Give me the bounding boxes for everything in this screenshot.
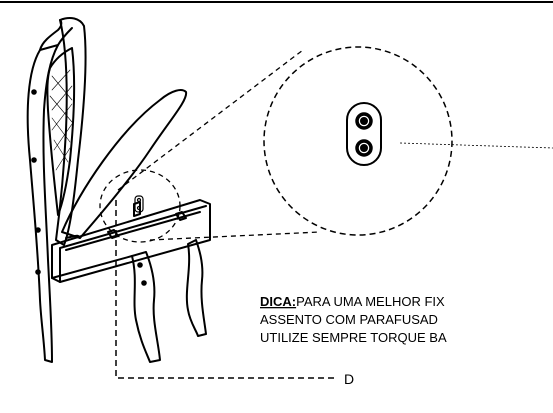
detail-source-circle [99, 169, 181, 243]
bracket-pointer-line [399, 142, 553, 149]
tip-heading: DICA: [260, 294, 296, 309]
bracket-small-icon [134, 195, 144, 213]
callout-d-label: D [344, 371, 354, 387]
bracket-detail-icon [346, 102, 382, 166]
tip-line-1: DICA:PARA UMA MELHOR FIX [260, 294, 445, 309]
detail-magnifier-circle [263, 46, 453, 236]
leader-line-bottom [149, 231, 321, 241]
tip-line-1-text: PARA UMA MELHOR FIX [296, 294, 445, 309]
tip-line-2: ASSENTO COM PARAFUSAD [260, 312, 438, 327]
tip-line-3: UTILIZE SEMPRE TORQUE BA [260, 330, 447, 345]
callout-d-leader [115, 200, 338, 379]
leader-line-top [117, 49, 304, 191]
